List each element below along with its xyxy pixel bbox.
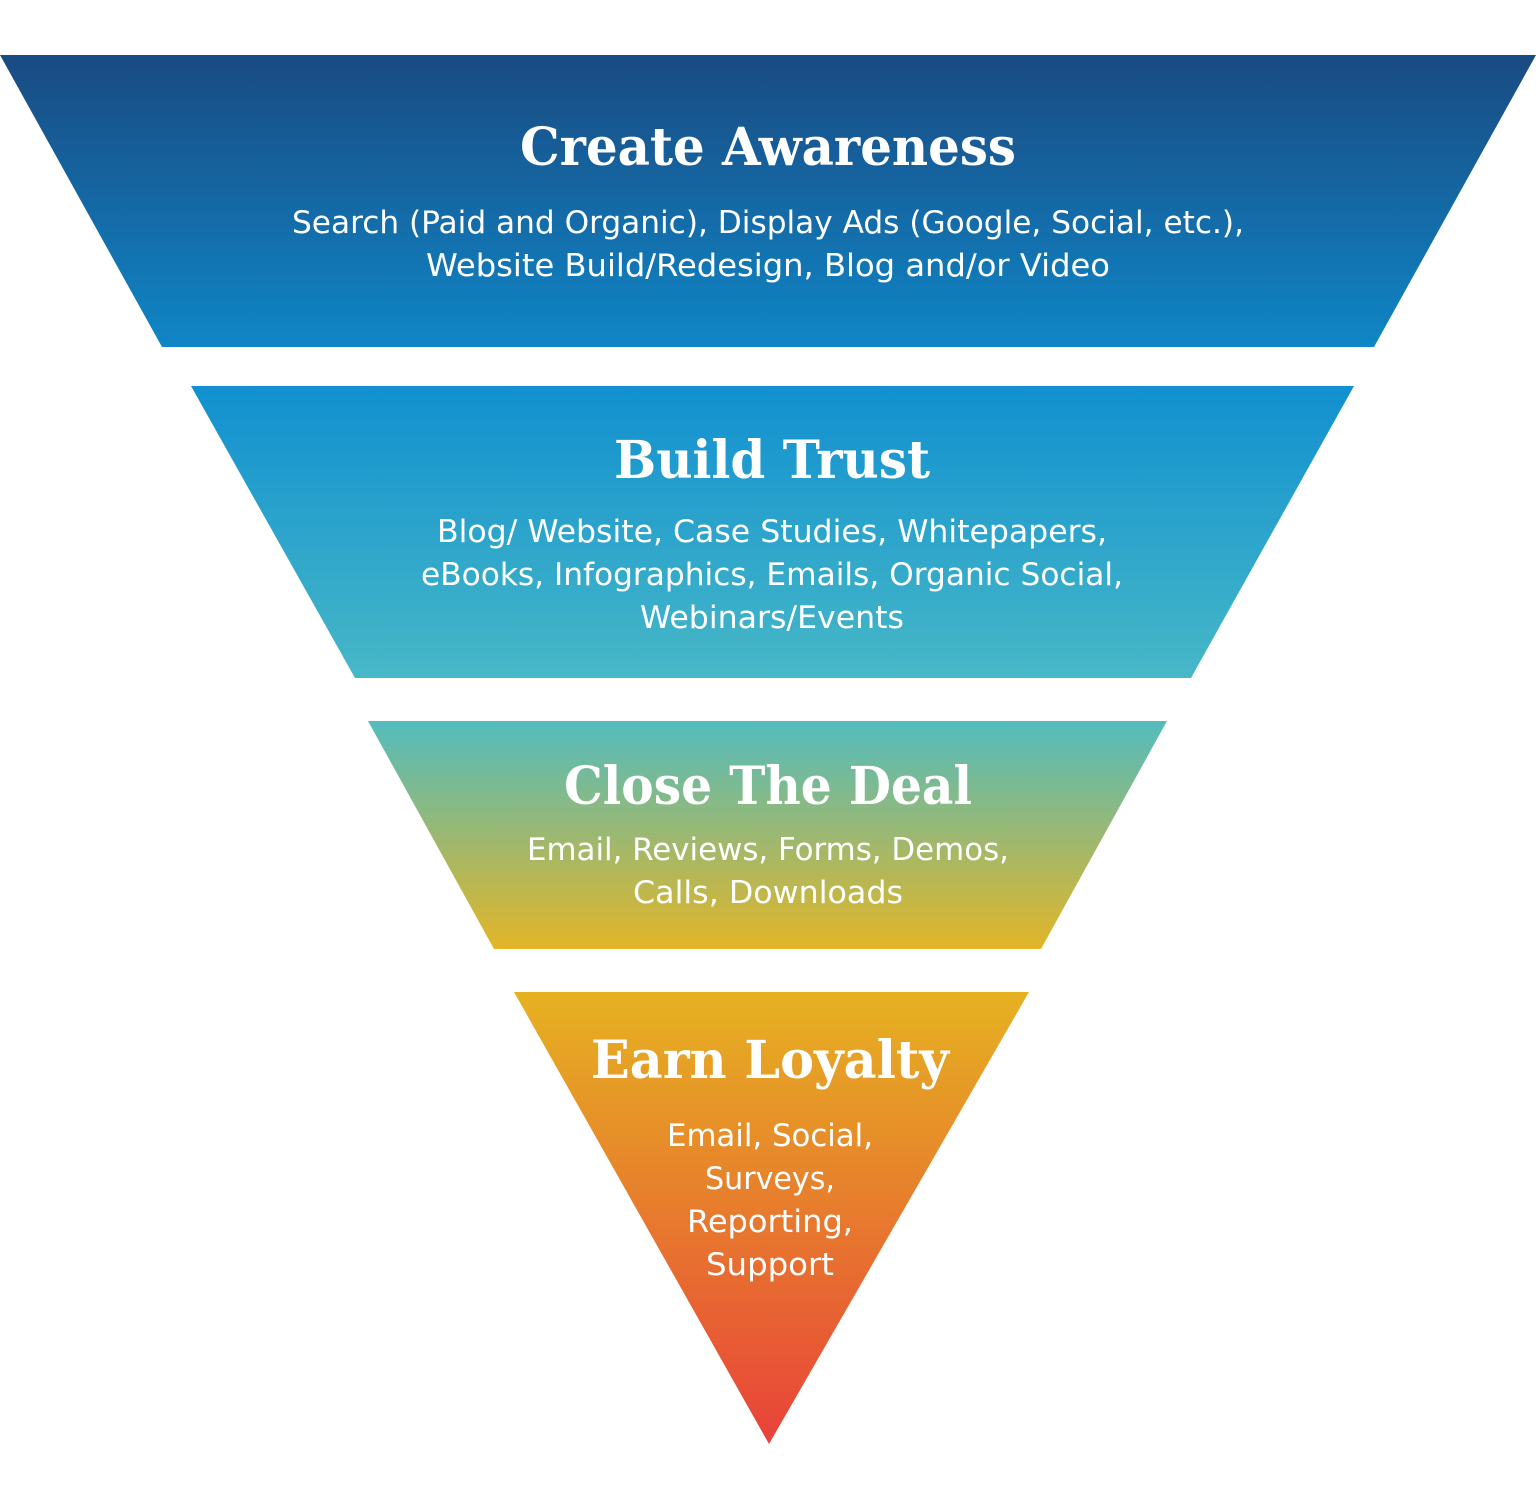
- funnel-stage-close-the-deal: Close The Deal Email, Reviews, Forms, De…: [368, 721, 1167, 949]
- stage-desc-line: Support: [706, 1247, 834, 1283]
- stage-desc-line: Webinars/Events: [640, 600, 904, 636]
- stage-desc-line: Reporting,: [687, 1204, 853, 1240]
- funnel-band-create-awareness: [0, 55, 1536, 347]
- stage-title-create-awareness: Create Awareness: [520, 117, 1016, 178]
- funnel-stage-create-awareness: Create Awareness Search (Paid and Organi…: [0, 55, 1536, 347]
- stage-title-build-trust: Build Trust: [614, 430, 930, 491]
- stage-desc-line: eBooks, Infographics, Emails, Organic So…: [421, 557, 1123, 593]
- stage-title-earn-loyalty: Earn Loyalty: [591, 1030, 951, 1091]
- stage-desc-line: Website Build/Redesign, Blog and/or Vide…: [426, 248, 1110, 284]
- stage-desc-line: Blog/ Website, Case Studies, Whitepapers…: [437, 514, 1107, 550]
- funnel-band-earn-loyalty: [514, 992, 1029, 1444]
- stage-desc-line: Email, Reviews, Forms, Demos,: [527, 832, 1009, 868]
- stage-desc-line: Calls, Downloads: [633, 875, 903, 911]
- funnel-band-build-trust: [191, 386, 1354, 678]
- funnel-stage-earn-loyalty: Earn Loyalty Email, Social, Surveys, Rep…: [514, 992, 1029, 1444]
- stage-title-close-the-deal: Close The Deal: [564, 756, 972, 817]
- funnel-stage-build-trust: Build Trust Blog/ Website, Case Studies,…: [191, 386, 1354, 678]
- stage-desc-line: Surveys,: [705, 1161, 835, 1197]
- stage-desc-line: Search (Paid and Organic), Display Ads (…: [292, 205, 1244, 241]
- stage-desc-line: Email, Social,: [667, 1118, 873, 1154]
- funnel-band-close-the-deal: [368, 721, 1167, 949]
